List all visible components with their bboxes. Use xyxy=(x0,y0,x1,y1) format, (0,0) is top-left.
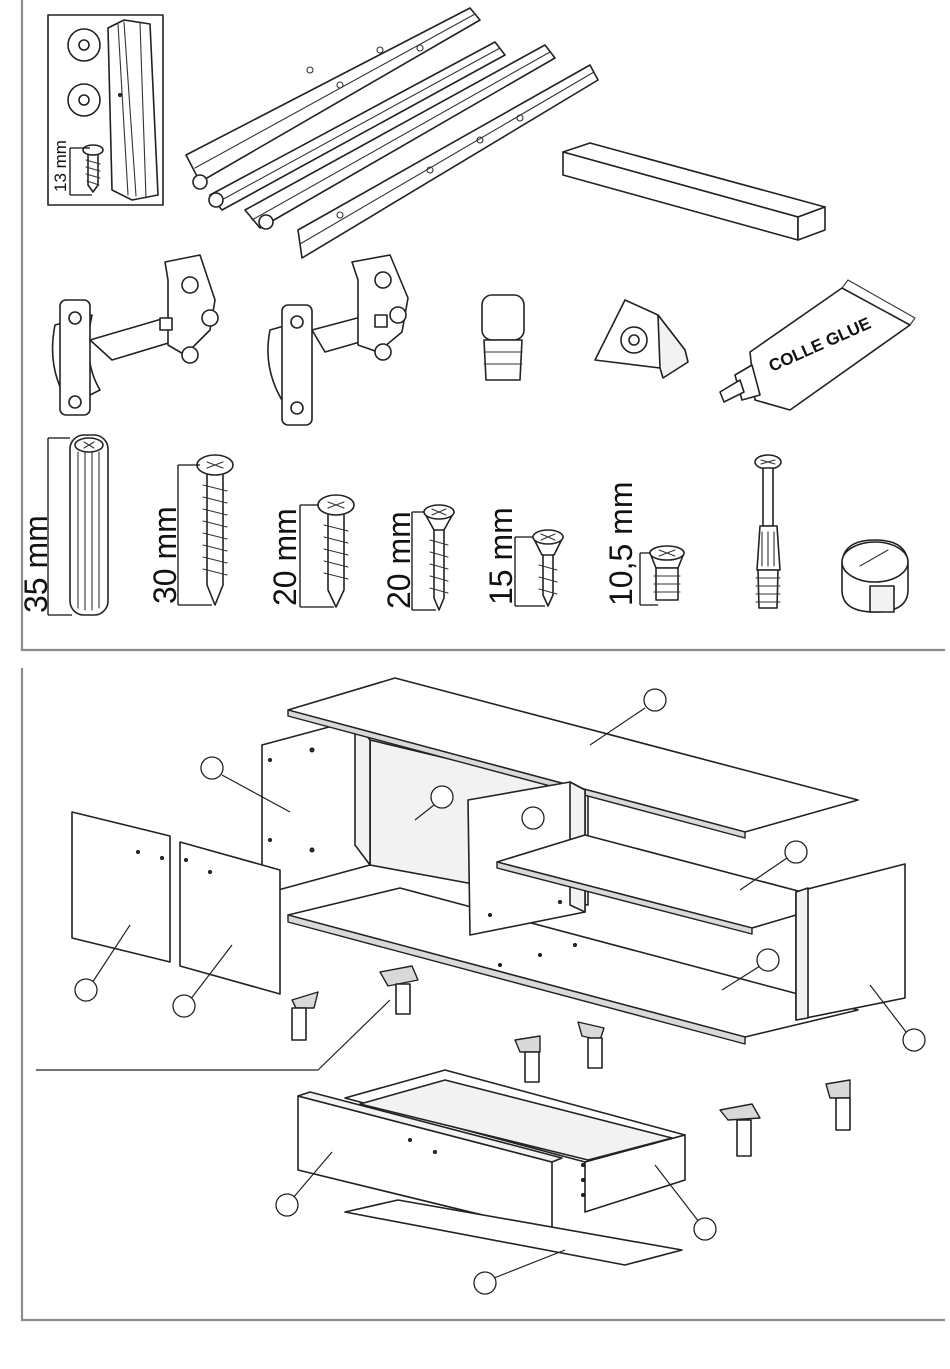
screw30-length-label: 30 mm xyxy=(147,506,183,604)
drawer-runners xyxy=(186,8,598,258)
callout-shelf xyxy=(740,841,807,890)
door-bumper xyxy=(482,295,524,380)
euro-screw-10-5mm xyxy=(650,546,684,600)
foot-2 xyxy=(380,966,418,1014)
hinge-screw-length-label: 13 mm xyxy=(51,140,70,192)
foot-4 xyxy=(578,1022,604,1068)
right-side-panel xyxy=(796,864,905,1020)
screw20-flat-length-label: 20 mm xyxy=(381,511,417,609)
cam-lock xyxy=(842,540,908,612)
countersunk-screw-15mm xyxy=(533,530,563,606)
screw10-length-label: 10,5 mm xyxy=(603,482,639,606)
screw15-length-label: 15 mm xyxy=(483,507,519,605)
wooden-dowel xyxy=(70,435,108,615)
foot-6 xyxy=(826,1080,850,1130)
callout-divider-panel xyxy=(522,807,544,829)
countersunk-screw-20mm xyxy=(424,505,454,610)
foot-5 xyxy=(720,1104,760,1156)
round-head-screw-20mm xyxy=(318,495,354,607)
short-screw-icon xyxy=(83,145,103,192)
screw20-round-length-label: 20 mm xyxy=(267,508,303,606)
shelf-support-block xyxy=(595,300,688,378)
foot-3 xyxy=(515,1036,540,1082)
cabinet-hinge-2 xyxy=(268,255,408,425)
round-head-screw-30mm xyxy=(197,455,233,605)
feet-leader-line xyxy=(36,1000,390,1070)
cabinet-hinge-1 xyxy=(53,255,218,415)
dowel-length-label: 35 mm xyxy=(18,515,54,613)
callout-drawer-bottom xyxy=(474,1250,565,1294)
wooden-batten xyxy=(563,143,825,240)
cam-bolt xyxy=(755,455,781,608)
foot-1 xyxy=(292,992,318,1040)
